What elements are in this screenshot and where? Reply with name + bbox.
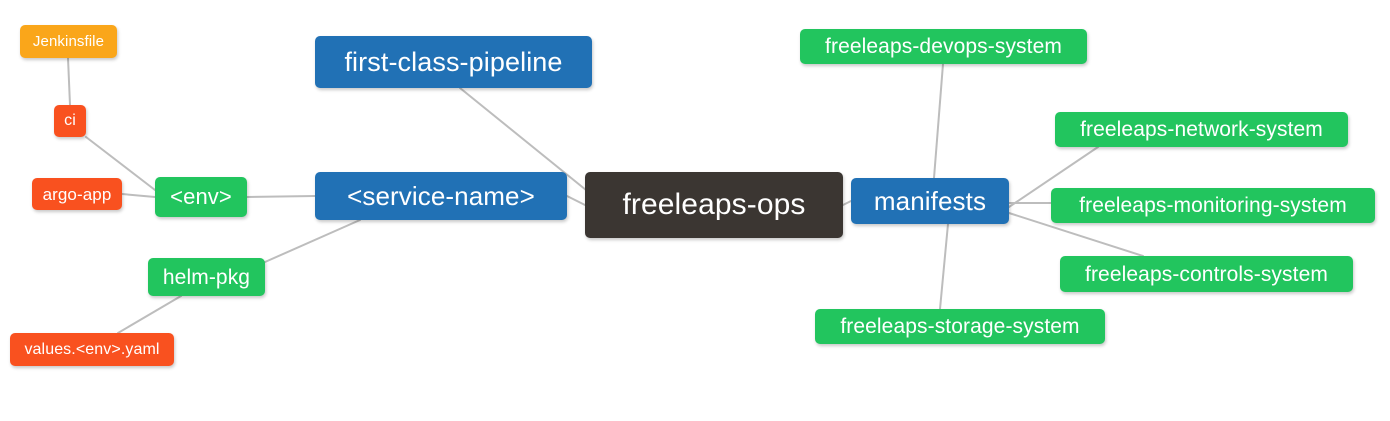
mindmap-node-freeleaps-monitoring-system[interactable]: freeleaps-monitoring-system [1051,188,1375,223]
mindmap-node-helm-pkg[interactable]: helm-pkg [148,258,265,296]
edge-helm-pkg-to-values-env-yaml [117,295,182,334]
mindmap-node-freeleaps-storage-system[interactable]: freeleaps-storage-system [815,309,1105,344]
mindmap-node-freeleaps-network-system[interactable]: freeleaps-network-system [1055,112,1348,147]
mindmap-node-manifests[interactable]: manifests [851,178,1009,224]
edge-env-to-argo-app [121,193,156,198]
mindmap-node-service-name[interactable]: <service-name> [315,172,567,220]
edge-service-name-to-helm-pkg [264,219,361,263]
mindmap-node-ci[interactable]: ci [54,105,86,137]
edge-ci-to-jenkinsfile [67,57,71,106]
edge-service-name-to-env [246,195,316,198]
edge-freeleaps-ops-to-service-name [566,195,586,206]
mindmap-node-freeleaps-controls-system[interactable]: freeleaps-controls-system [1060,256,1353,292]
edge-manifests-to-freeleaps-storage-system [939,223,949,310]
edge-manifests-to-freeleaps-devops-system [933,63,944,179]
mindmap-node-argo-app[interactable]: argo-app [32,178,122,210]
mindmap-node-jenkinsfile[interactable]: Jenkinsfile [20,25,117,58]
mindmap-node-values-env-yaml[interactable]: values.<env>.yaml [10,333,174,366]
mindmap-node-env[interactable]: <env> [155,177,247,217]
edge-freeleaps-ops-to-manifests [842,200,852,206]
mindmap-node-freeleaps-devops-system[interactable]: freeleaps-devops-system [800,29,1087,64]
mindmap-node-freeleaps-ops[interactable]: freeleaps-ops [585,172,843,238]
mindmap-node-first-class-pipeline[interactable]: first-class-pipeline [315,36,592,88]
